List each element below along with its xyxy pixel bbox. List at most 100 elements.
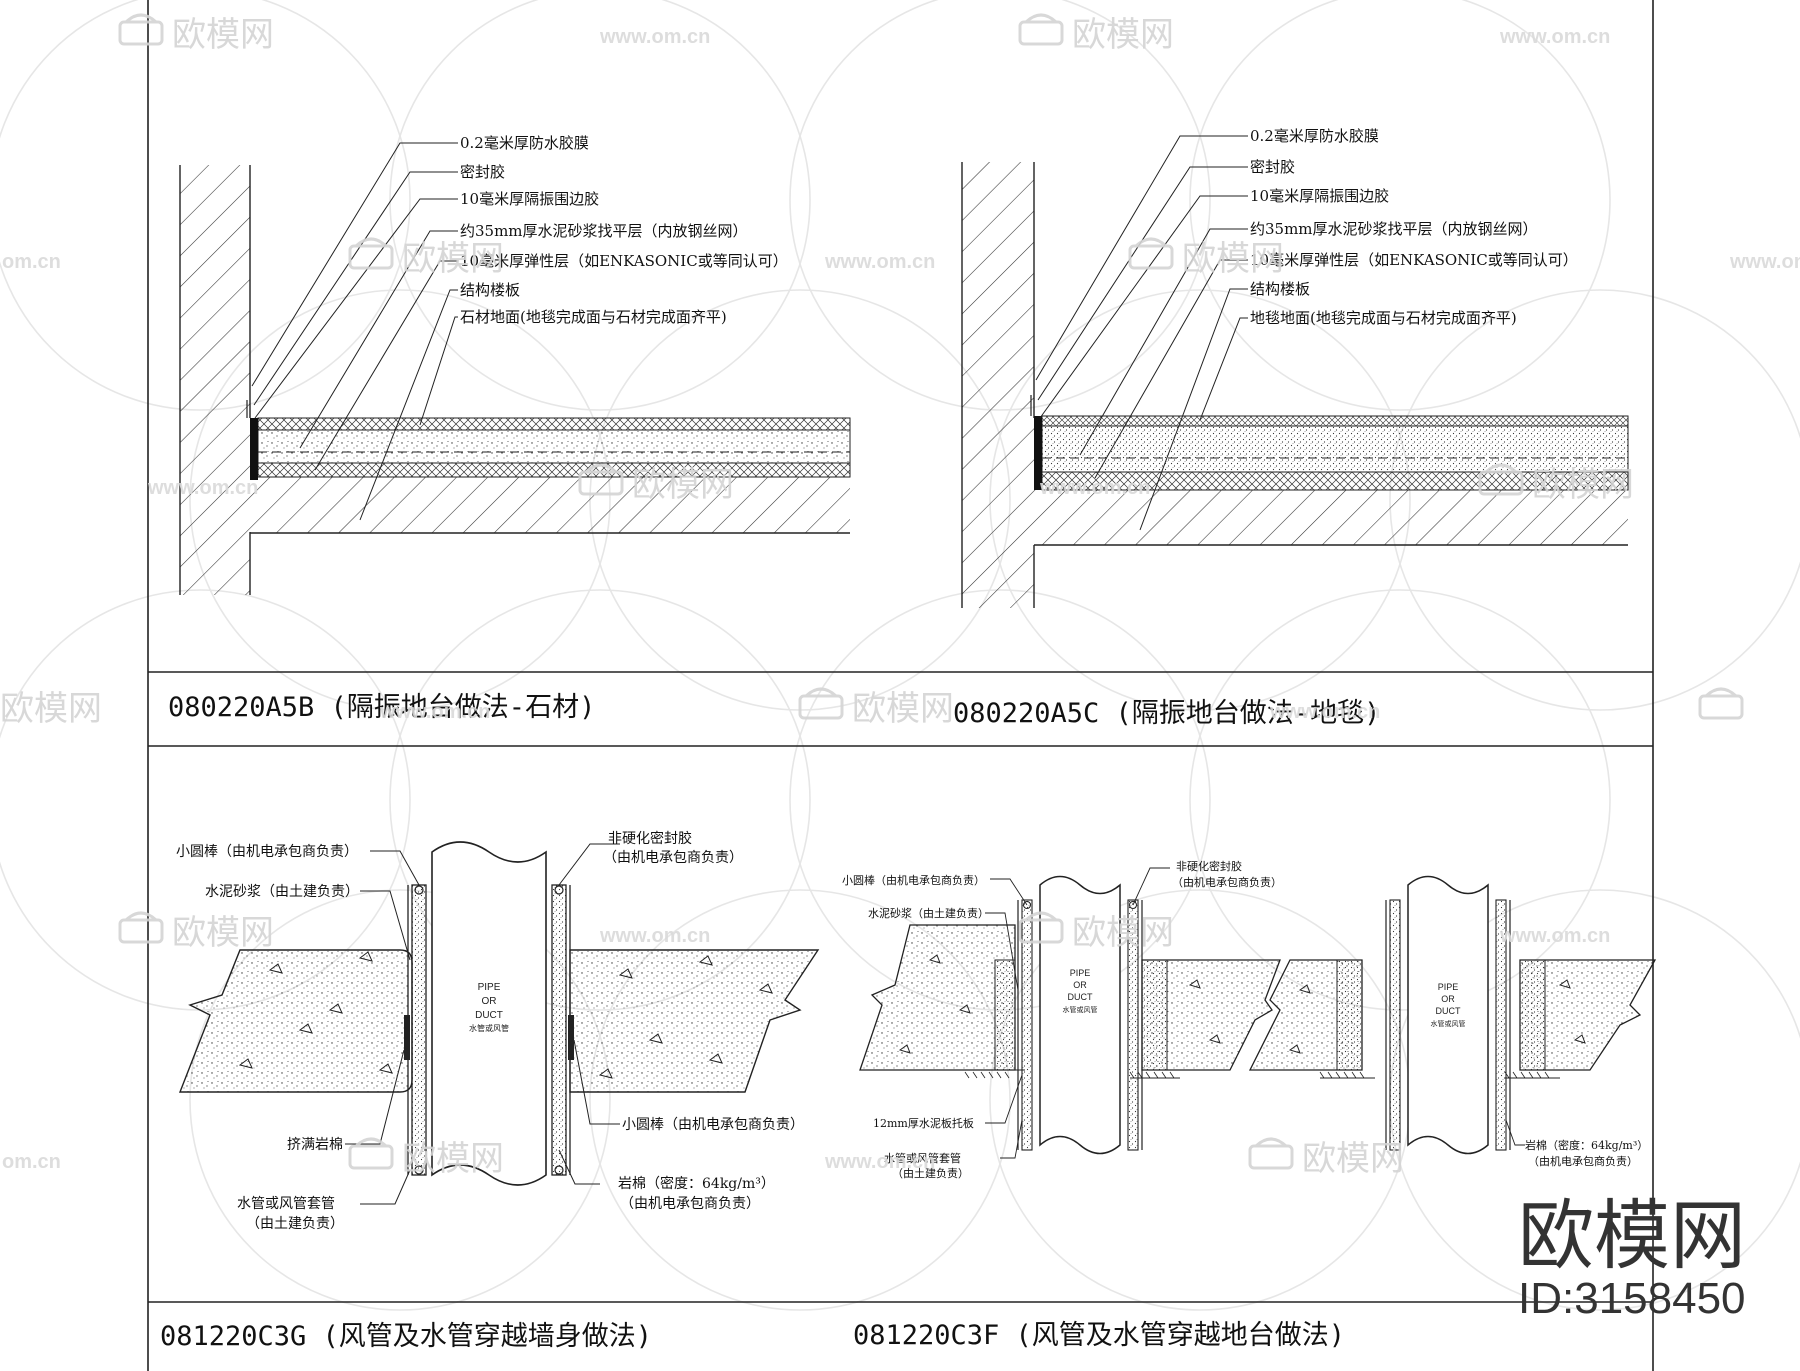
a5c-labels: 0.2毫米厚防水胶膜 密封胶 10毫米厚隔振围边胶 约35mm厚水泥砂浆找平层（… bbox=[1250, 127, 1578, 327]
c3f-label-rockwool: 岩棉（密度：64kg/m³） bbox=[1525, 1138, 1648, 1152]
brand-name: 欧模网 bbox=[1518, 1191, 1746, 1280]
label-a5c-2: 10毫米厚隔振围边胶 bbox=[1250, 187, 1389, 205]
pipe-label-c3f-1: PIPE bbox=[1070, 968, 1091, 978]
label-a5b-5: 结构楼板 bbox=[460, 281, 520, 299]
svg-text:OR: OR bbox=[1441, 994, 1455, 1004]
watermark-url-10: www.om.cn bbox=[599, 925, 710, 947]
watermark-6: 欧模网 bbox=[1478, 463, 1634, 505]
label-a5c-5: 结构楼板 bbox=[1250, 280, 1310, 298]
c3f-label-sleeve-by: （由土建负责） bbox=[892, 1166, 969, 1180]
svg-text:欧模网: 欧模网 bbox=[1302, 1139, 1404, 1179]
watermark-url-2: www.om.cn bbox=[1499, 26, 1610, 48]
brand-id: ID:3158450 bbox=[1518, 1274, 1746, 1323]
watermark-url-12: om.cn bbox=[2, 1151, 61, 1173]
c3g-label-rockwool: 岩棉（密度：64kg/m³） bbox=[618, 1175, 775, 1192]
c3f-label-mortar: 水泥砂浆（由土建负责） bbox=[868, 906, 989, 920]
c3f-label-sealant: 非硬化密封胶 bbox=[1176, 859, 1242, 873]
watermark-url-6: www.om.cn bbox=[147, 477, 258, 499]
watermark-overlays: 欧模网 www.om.cn 欧模网 www.om.cn om.cn 欧模网 ww… bbox=[0, 13, 1800, 1179]
watermark-url-7: www.om.cn bbox=[1039, 477, 1150, 499]
caption-a5c: 080220A5C (隔振地台做法-地毯) bbox=[953, 698, 1380, 729]
c3f-label-board: 12mm厚水泥板托板 bbox=[873, 1116, 974, 1130]
svg-text:欧模网: 欧模网 bbox=[172, 15, 274, 55]
c3g-label-rockwool-by: （由机电承包商负责） bbox=[620, 1196, 760, 1212]
watermark-url-5: www.om.cn bbox=[1729, 251, 1800, 273]
svg-text:欧模网: 欧模网 bbox=[632, 465, 734, 505]
label-a5c-0: 0.2毫米厚防水胶膜 bbox=[1250, 127, 1379, 145]
svg-text:水管或风管: 水管或风管 bbox=[1431, 1019, 1466, 1028]
label-a5c-3: 约35mm厚水泥砂浆找平层（内放钢丝网） bbox=[1250, 220, 1538, 238]
label-a5c-4: 10毫米厚弹性层（如ENKASONIC或等同认可） bbox=[1250, 251, 1578, 269]
watermark-10: 欧模网 bbox=[118, 911, 274, 953]
watermark-3: 欧模网 bbox=[348, 237, 504, 279]
svg-text:欧模网: 欧模网 bbox=[1072, 15, 1174, 55]
pipe-label-c3g: PIPE OR DUCT 水管或风管 bbox=[469, 982, 509, 1033]
label-a5c-6: 地毯地面(地毯完成面与石材完成面齐平) bbox=[1250, 309, 1517, 327]
svg-text:欧模网: 欧模网 bbox=[172, 913, 274, 953]
watermark-2: 欧模网 bbox=[1018, 13, 1174, 55]
svg-text:欧模网: 欧模网 bbox=[1072, 913, 1174, 953]
c3g-label-rod: 小圆棒（由机电承包商负责） bbox=[176, 844, 358, 860]
svg-text:欧模网: 欧模网 bbox=[1532, 465, 1634, 505]
sheet-frame bbox=[147, 0, 1654, 1371]
watermark-url-3: om.cn bbox=[2, 251, 61, 273]
c3f-label-sealant-by: （由机电承包商负责） bbox=[1172, 875, 1282, 889]
watermark-1: 欧模网 bbox=[118, 13, 274, 55]
detail-c3g: PIPE OR DUCT 水管或风管 小圆棒（由机电承包商负责） 水泥砂浆（由土… bbox=[160, 830, 820, 1352]
c3g-label-rod-right: 小圆棒（由机电承包商负责） bbox=[622, 1117, 804, 1133]
pipe-label-c3f-2: PIPE bbox=[1438, 982, 1459, 992]
watermark-13: 欧模网 bbox=[1248, 1137, 1404, 1179]
detail-a5b: 0.2毫米厚防水胶膜 密封胶 10毫米厚隔振围边胶 约35mm厚水泥砂浆找平层（… bbox=[168, 134, 851, 723]
label-a5b-1: 密封胶 bbox=[460, 163, 505, 181]
detail-c3f: PIPE OR DUCT 水管或风管 PIPE OR DUCT 水管或风管 小圆… bbox=[842, 859, 1657, 1351]
c3g-label-sealant-by: （由机电承包商负责） bbox=[603, 850, 743, 866]
brand-block: 欧模网 ID:3158450 bbox=[1518, 1191, 1746, 1323]
label-a5b-2: 10毫米厚隔振围边胶 bbox=[460, 190, 599, 208]
caption-a5b: 080220A5B (隔振地台做法-石材) bbox=[168, 692, 595, 723]
svg-text:DUCT: DUCT bbox=[1436, 1006, 1461, 1016]
c3f-label-rod: 小圆棒（由机电承包商负责） bbox=[842, 873, 985, 887]
caption-c3f: 081220C3F (风管及水管穿越地台做法) bbox=[853, 1320, 1345, 1351]
watermark-9 bbox=[1698, 687, 1744, 720]
watermark-8: 欧模网 bbox=[798, 687, 954, 729]
watermark-url-4: www.om.cn bbox=[824, 251, 935, 273]
svg-text:欧模网: 欧模网 bbox=[1182, 239, 1284, 279]
svg-text:水管或风管: 水管或风管 bbox=[469, 1023, 509, 1033]
c3f-label-sleeve: 水管或风管套管 bbox=[884, 1151, 961, 1165]
c3g-label-mortar: 水泥砂浆（由土建负责） bbox=[205, 884, 359, 900]
watermark-4: 欧模网 bbox=[1128, 237, 1284, 279]
watermark-url-1: www.om.cn bbox=[599, 26, 710, 48]
label-a5b-4: 10毫米厚弹性层（如ENKASONIC或等同认可） bbox=[460, 252, 788, 270]
c3f-label-rockwool-by: （由机电承包商负责） bbox=[1528, 1154, 1638, 1168]
svg-text:OR: OR bbox=[482, 996, 497, 1007]
c3g-label-sleeve-by: （由土建负责） bbox=[246, 1216, 344, 1232]
label-a5b-6: 石材地面(地毯完成面与石材完成面齐平) bbox=[460, 308, 727, 326]
a5b-labels: 0.2毫米厚防水胶膜 密封胶 10毫米厚隔振围边胶 约35mm厚水泥砂浆找平层（… bbox=[460, 134, 788, 326]
c3g-label-rockwool-fill: 挤满岩棉 bbox=[287, 1136, 343, 1153]
watermark-12: 欧模网 bbox=[348, 1137, 504, 1179]
watermark-5: 欧模网 bbox=[578, 463, 734, 505]
label-a5b-0: 0.2毫米厚防水胶膜 bbox=[460, 134, 589, 152]
svg-text:欧模网: 欧模网 bbox=[852, 689, 954, 729]
watermark-url-13: www.om.cn bbox=[824, 1151, 935, 1173]
svg-text:OR: OR bbox=[1073, 980, 1087, 990]
svg-text:欧模网: 欧模网 bbox=[402, 1139, 504, 1179]
svg-text:欧模网: 欧模网 bbox=[402, 239, 504, 279]
caption-c3g: 081220C3G (风管及水管穿越墙身做法) bbox=[160, 1321, 652, 1352]
watermark-url-8: www.om.cn bbox=[379, 701, 490, 723]
watermark-circles bbox=[0, 0, 1800, 1311]
detail-a5c: 0.2毫米厚防水胶膜 密封胶 10毫米厚隔振围边胶 约35mm厚水泥砂浆找平层（… bbox=[953, 127, 1629, 729]
svg-text:DUCT: DUCT bbox=[475, 1010, 503, 1021]
watermark-url-9: www.om.cn bbox=[1269, 701, 1380, 723]
watermark-11: 欧模网 bbox=[1018, 911, 1174, 953]
watermark-7: 欧模网 bbox=[0, 689, 102, 729]
label-a5b-3: 约35mm厚水泥砂浆找平层（内放钢丝网） bbox=[460, 222, 748, 240]
svg-text:水管或风管: 水管或风管 bbox=[1063, 1005, 1098, 1014]
svg-text:DUCT: DUCT bbox=[1068, 992, 1093, 1002]
svg-text:PIPE: PIPE bbox=[478, 982, 501, 993]
watermark-url-11: www.om.cn bbox=[1499, 925, 1610, 947]
c3g-label-sleeve: 水管或风管套管 bbox=[237, 1196, 335, 1212]
label-a5c-1: 密封胶 bbox=[1250, 158, 1295, 176]
c3g-label-sealant: 非硬化密封胶 bbox=[608, 830, 692, 847]
